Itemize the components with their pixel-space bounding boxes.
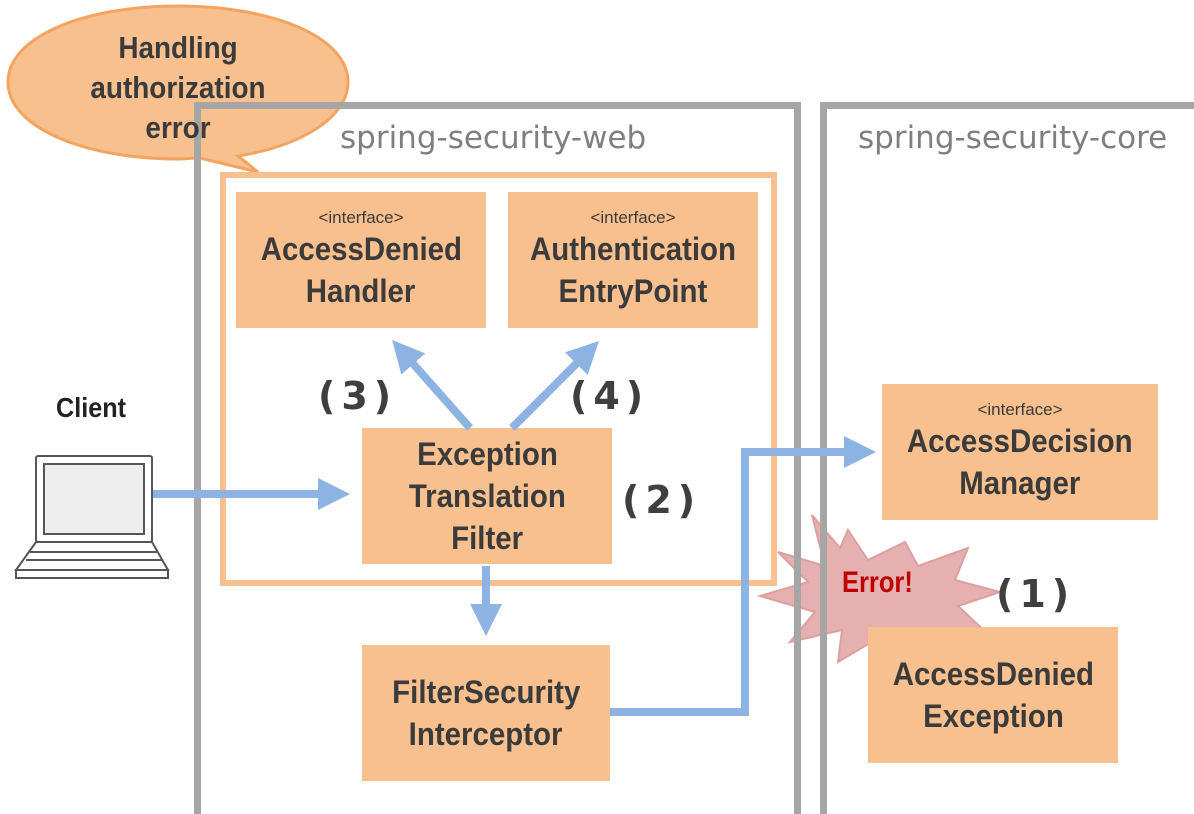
stereotype-label: <interface> xyxy=(318,208,404,227)
exception-translation-filter-box: Exception Translation Filter xyxy=(362,428,612,564)
box-name-line: Translation xyxy=(408,478,566,514)
box-name-line: AccessDecision xyxy=(907,423,1133,459)
box-name-line: Authentication xyxy=(529,231,737,267)
box-name-line: AccessDenied xyxy=(260,231,462,267)
callout-line-3: error xyxy=(145,110,211,145)
access-decision-manager-box: <interface> AccessDecision Manager xyxy=(882,384,1158,520)
box-name-line: Interceptor xyxy=(409,716,563,752)
stereotype-label: <interface> xyxy=(977,400,1063,419)
callout-line-1: Handling xyxy=(118,30,238,65)
box-name-line: Filter xyxy=(451,520,523,556)
arrow-interceptor-to-decision-manager xyxy=(610,436,876,716)
step-3-label: (3) xyxy=(318,374,398,418)
box-name-line: Exception xyxy=(922,698,1064,734)
box-name-line: FilterSecurity xyxy=(391,674,581,710)
core-container-label: spring-security-core xyxy=(858,120,1168,156)
arrow-filter-to-handler xyxy=(392,340,473,431)
callout-line-2: authorization xyxy=(90,70,266,105)
step-2-label: (2) xyxy=(622,478,702,522)
arrow-filter-to-entrypoint xyxy=(509,341,599,431)
web-container xyxy=(194,102,801,814)
authentication-entry-point-box: <interface> Authentication EntryPoint xyxy=(508,192,758,328)
core-container xyxy=(820,102,1194,814)
client-label: Client xyxy=(56,392,127,423)
stereotype-label: <interface> xyxy=(590,208,676,227)
box-name-line: AccessDenied xyxy=(892,656,1094,692)
access-denied-exception-box: AccessDenied Exception xyxy=(868,627,1118,763)
box-name-line: Exception xyxy=(416,436,558,472)
callout-text: Handling authorization error xyxy=(61,28,295,148)
error-label: Error! xyxy=(842,566,913,599)
box-name-line: Manager xyxy=(959,465,1081,501)
laptop-icon xyxy=(14,455,170,579)
filter-security-interceptor-box: FilterSecurity Interceptor xyxy=(362,645,610,781)
box-name-line: Handler xyxy=(306,273,416,309)
web-container-label: spring-security-web xyxy=(340,120,647,156)
box-name-line: EntryPoint xyxy=(558,273,708,309)
step-1-label: (1) xyxy=(996,572,1076,616)
exception-handling-frame xyxy=(220,172,777,586)
access-denied-handler-box: <interface> AccessDenied Handler xyxy=(236,192,486,328)
callout-bubble xyxy=(6,4,350,174)
step-4-label: (4) xyxy=(570,374,650,418)
